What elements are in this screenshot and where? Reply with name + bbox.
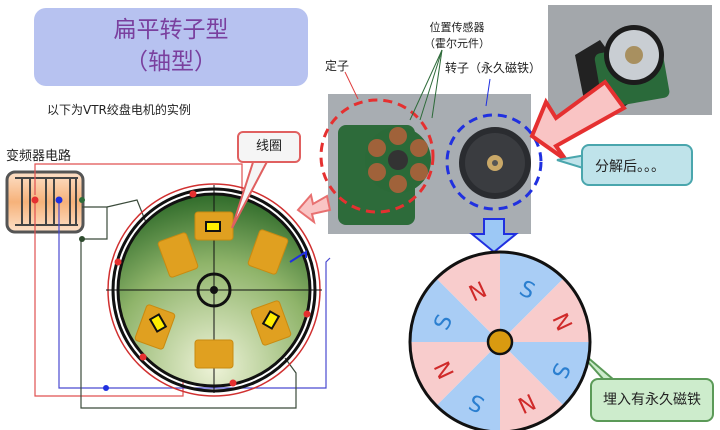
stator-label: 定子 — [325, 59, 350, 73]
subtitle: 以下为VTR绞盘电机的实例 — [47, 103, 191, 117]
disassembled-motor-image — [338, 125, 531, 225]
title-box: 扁平转子型 （轴型） — [34, 8, 308, 86]
rotor-label: 转子（永久磁铁） — [445, 61, 542, 75]
embedded-magnets-callout: 埋入有永久磁铁 — [590, 378, 714, 422]
rotor-pole-disc — [408, 250, 592, 430]
position-sensor-line2: （霍尔元件） — [424, 37, 490, 50]
stator-coil-diagram — [106, 183, 322, 397]
down-arrow — [469, 218, 519, 254]
coil-callout: 线圈 — [237, 131, 301, 163]
inverter-circuit — [5, 170, 85, 234]
title-line2: （轴型） — [125, 49, 217, 75]
rotor-highlight — [445, 113, 543, 211]
inverter-circuit-label: 变频器电路 — [6, 149, 72, 164]
disassemble-arrow — [529, 79, 627, 162]
position-sensor-line1: 位置传感器 — [429, 21, 485, 34]
disassembled-callout: 分解后。。。 — [581, 144, 693, 186]
position-sensor-label: 位置传感器 （霍尔元件） — [424, 19, 490, 51]
stator-highlight — [319, 98, 435, 214]
title-line1: 扁平转子型 — [113, 17, 229, 43]
